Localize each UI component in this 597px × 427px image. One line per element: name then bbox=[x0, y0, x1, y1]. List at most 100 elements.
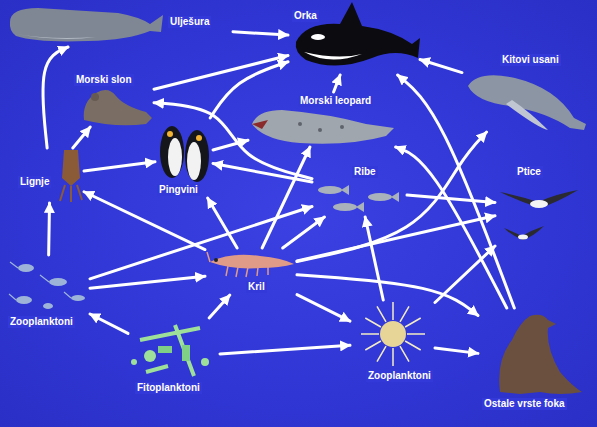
organism-node: Orka bbox=[288, 3, 420, 75]
copepod bbox=[16, 296, 32, 304]
food-arrow bbox=[420, 60, 462, 73]
food-arrow bbox=[209, 295, 230, 318]
food-arrow bbox=[210, 62, 288, 118]
baleen-whale-fin bbox=[506, 100, 548, 130]
organism-label: Zooplanktoni bbox=[8, 316, 75, 328]
food-arrow bbox=[154, 56, 288, 90]
organism-label: Morski slon bbox=[74, 74, 134, 86]
organism-label: Zooplanktoni bbox=[366, 370, 433, 382]
food-arrow bbox=[334, 75, 341, 92]
penguin bbox=[160, 126, 184, 178]
fish bbox=[368, 193, 392, 201]
organism-label: Orka bbox=[292, 10, 319, 22]
organism-node: Morski leopard bbox=[248, 92, 398, 147]
organism-label: Lignje bbox=[18, 176, 51, 188]
organism-node: Ptice bbox=[495, 165, 580, 247]
sperm-whale bbox=[10, 8, 163, 41]
albatross-body bbox=[530, 200, 548, 208]
food-arrow bbox=[90, 276, 205, 288]
copepod bbox=[18, 264, 34, 272]
food-arrow bbox=[297, 216, 495, 261]
baleen-whale bbox=[468, 75, 586, 130]
organism-label: Kitovi usani bbox=[500, 54, 561, 66]
elephant-seal bbox=[84, 90, 152, 125]
radiolarian bbox=[380, 321, 406, 347]
leopard-seal-mouth bbox=[252, 120, 268, 129]
organism-node: Ribe bbox=[312, 165, 407, 217]
sperm-whale-belly bbox=[16, 34, 96, 39]
food-arrow bbox=[407, 195, 495, 202]
organism-node: Ostale vrste foka bbox=[478, 308, 590, 413]
penguin-neck-patch bbox=[167, 131, 173, 137]
krill-eye bbox=[214, 258, 218, 262]
organism-node: Ulješura bbox=[5, 3, 233, 47]
food-arrow bbox=[233, 32, 288, 35]
organism-node: Zooplanktoni bbox=[6, 255, 90, 330]
organism-label: Ulješura bbox=[168, 16, 211, 28]
food-arrow bbox=[43, 47, 68, 148]
food-arrow bbox=[90, 314, 128, 333]
orca-eye-patch bbox=[311, 34, 325, 40]
food-arrow bbox=[435, 246, 495, 302]
organism-node: Morski slon bbox=[72, 72, 154, 127]
albatross-wings bbox=[500, 190, 578, 208]
leopard-seal-spot bbox=[318, 128, 322, 132]
organism-label: Pingvini bbox=[157, 184, 200, 196]
leopard-seal-spot bbox=[340, 125, 344, 129]
food-arrow bbox=[283, 217, 325, 248]
penguin-belly bbox=[168, 138, 182, 176]
sea-lion bbox=[499, 315, 582, 394]
radiolarian-spines bbox=[361, 302, 425, 366]
organism-node: Lignje bbox=[16, 148, 84, 203]
penguin-neck-patch bbox=[196, 135, 202, 141]
food-arrow bbox=[396, 147, 507, 308]
leopard-seal bbox=[252, 110, 394, 144]
fish-tail bbox=[356, 202, 364, 212]
food-arrow bbox=[73, 127, 90, 148]
copepod-antennae bbox=[9, 262, 71, 300]
diatom bbox=[131, 359, 137, 365]
elephant-seal-nose bbox=[91, 93, 99, 101]
albatross-wings bbox=[504, 226, 544, 240]
organism-label: Morski leopard bbox=[298, 95, 373, 107]
organism-node: Pingvini bbox=[155, 118, 213, 198]
copepod bbox=[49, 278, 67, 286]
fish-tail bbox=[391, 192, 399, 202]
food-arrow bbox=[365, 217, 383, 300]
krill-legs bbox=[207, 252, 268, 277]
food-arrow bbox=[297, 132, 487, 262]
diatom bbox=[144, 350, 156, 362]
copepod bbox=[43, 303, 53, 309]
penguin bbox=[185, 130, 209, 182]
organism-node: Fitoplanktoni bbox=[128, 318, 220, 396]
organism-node: Zooplanktoni bbox=[350, 300, 435, 385]
organism-label: Ribe bbox=[352, 166, 378, 178]
food-arrow bbox=[90, 206, 312, 278]
squid bbox=[62, 150, 80, 186]
squid-tentacles bbox=[60, 185, 82, 202]
food-arrow bbox=[297, 295, 350, 322]
fish-tail bbox=[341, 185, 349, 195]
food-arrow bbox=[47, 203, 51, 255]
organism-label: Ptice bbox=[515, 166, 543, 178]
food-arrow bbox=[84, 162, 155, 171]
organism-label: Kril bbox=[246, 281, 267, 293]
food-arrow bbox=[84, 192, 205, 250]
fish bbox=[333, 203, 357, 211]
organism-label: Ostale vrste foka bbox=[482, 398, 567, 410]
copepod bbox=[71, 295, 85, 301]
organism-node: Kril bbox=[205, 248, 297, 295]
food-arrow bbox=[262, 147, 310, 248]
food-arrow bbox=[398, 75, 515, 308]
diatom bbox=[201, 358, 209, 366]
orca-belly bbox=[304, 52, 362, 60]
food-arrow bbox=[220, 345, 350, 354]
krill bbox=[210, 255, 294, 269]
penguin-belly bbox=[187, 142, 201, 180]
leopard-seal-spot bbox=[298, 122, 302, 126]
food-arrow bbox=[435, 348, 478, 353]
organism-label: Fitoplanktoni bbox=[135, 382, 202, 394]
diatom bbox=[158, 346, 172, 353]
